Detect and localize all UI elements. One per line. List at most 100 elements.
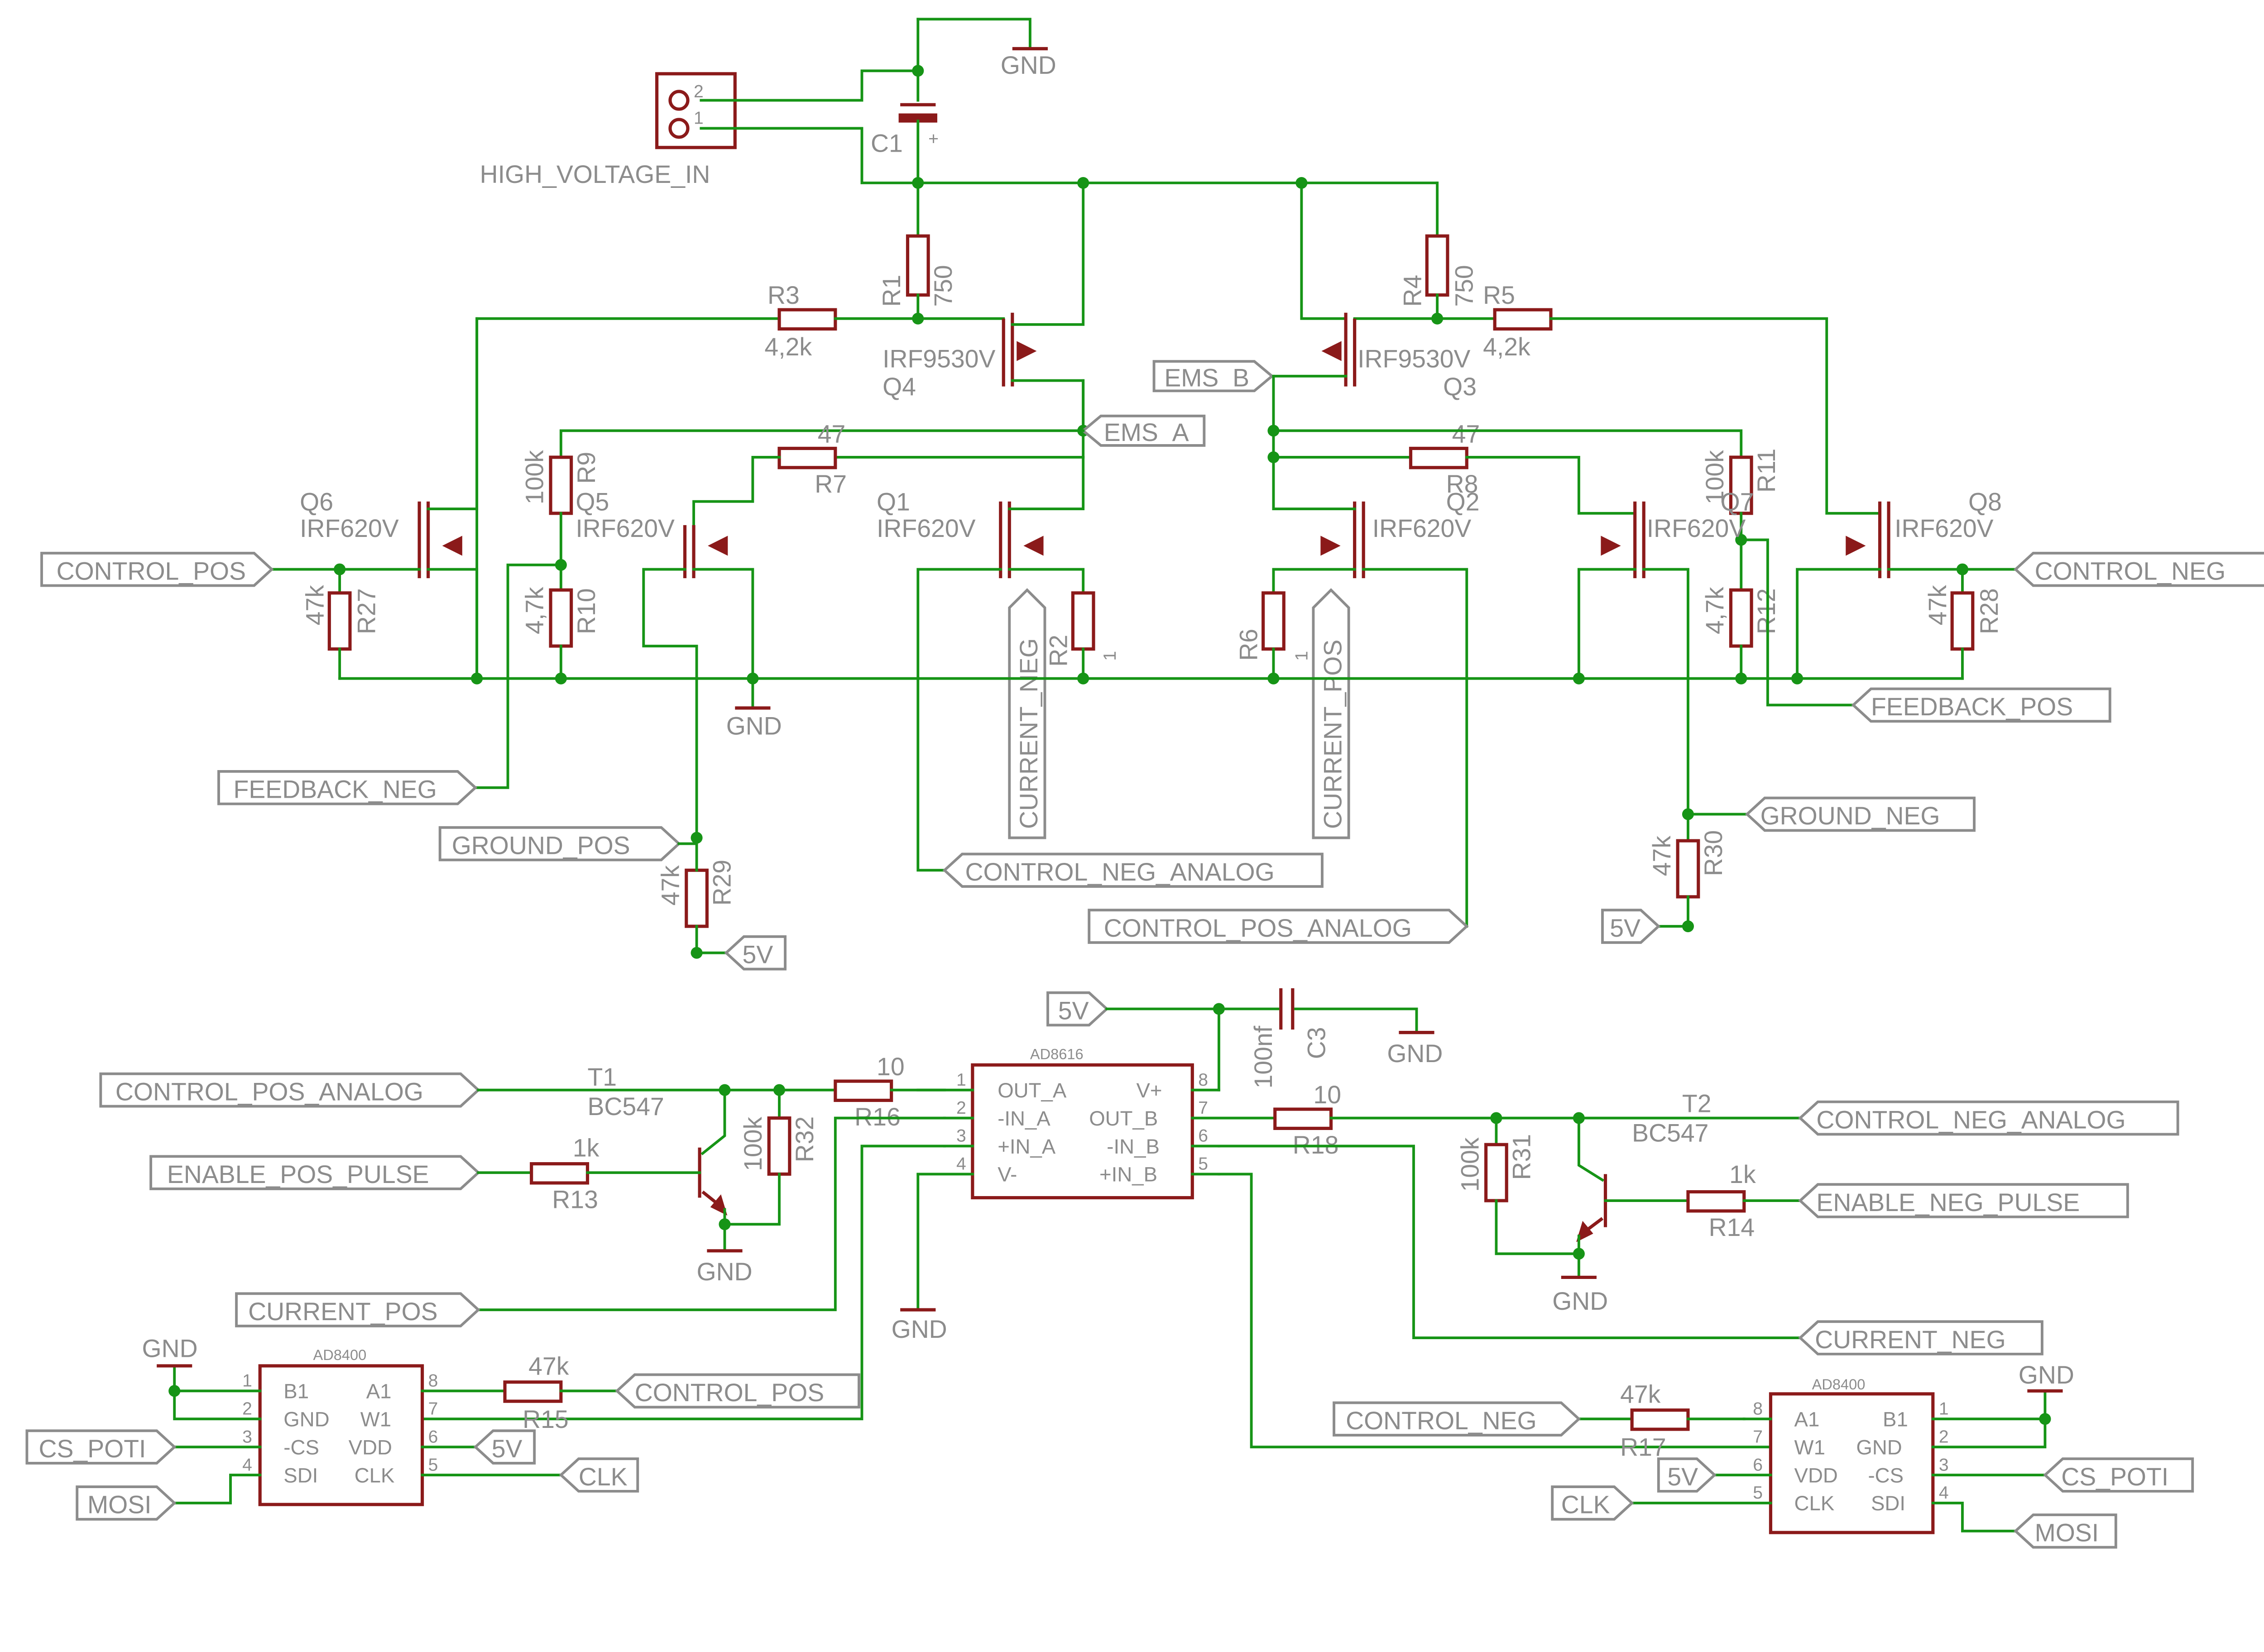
current-neg-label: CURRENT_NEG bbox=[1815, 1326, 2006, 1354]
q7-label: Q7 bbox=[1721, 488, 1754, 516]
dr-pin3: 3 bbox=[1939, 1455, 1949, 1475]
q5-value: IRF620V bbox=[576, 514, 675, 542]
ground-pos-label: GROUND_POS bbox=[452, 831, 630, 859]
enable-neg-pulse-label: ENABLE_NEG_PULSE bbox=[1816, 1188, 2080, 1216]
r32-resistor: 100k R32 bbox=[723, 1088, 819, 1226]
r5-resistor: R5 4,2k bbox=[1353, 281, 1881, 515]
cs-poti-flag-right: CS_POTI bbox=[2043, 1457, 2194, 1493]
control-neg-flag-top: CONTROL_NEG bbox=[2013, 551, 2264, 587]
opamp-ad8616: AD8616 OUT_A -IN_A +IN_A V- V+ OUT_B -IN… bbox=[892, 1046, 1276, 1343]
ground-pos-flag: GROUND_POS bbox=[438, 826, 703, 862]
control-neg-analog-label-bottom: CONTROL_NEG_ANALOG bbox=[1816, 1106, 2125, 1134]
opamp-pin-out-a: OUT_A bbox=[998, 1079, 1067, 1102]
r7-value: 47 bbox=[818, 420, 846, 448]
v5-label-dr: 5V bbox=[1667, 1463, 1698, 1491]
r27-label: R27 bbox=[352, 588, 380, 634]
r8-resistor: 47 R8 bbox=[1272, 420, 1636, 515]
t1-value: BC547 bbox=[587, 1092, 664, 1120]
v5-label-c3: 5V bbox=[1058, 996, 1089, 1025]
digipot-right-name: AD8400 bbox=[1812, 1376, 1866, 1393]
digipot-left: AD8400 B1 GND -CS SDI A1 W1 VDD CLK 1 2 … bbox=[142, 1334, 562, 1506]
q5-mosfet: Q5 IRF620V bbox=[576, 488, 754, 839]
v5-flag-dr: 5V bbox=[1657, 1457, 1717, 1493]
opamp-pin-in-b-neg: -IN_B bbox=[1107, 1135, 1160, 1158]
feedback-pos-flag: FEEDBACK_POS bbox=[1740, 538, 2111, 723]
r2-resistor: R2 1 bbox=[1044, 591, 1120, 685]
dr-vdd: VDD bbox=[1794, 1464, 1838, 1487]
r29-value: 47k bbox=[656, 865, 684, 906]
r30-value: 47k bbox=[1648, 836, 1676, 876]
q4-mosfet: IRF9530V Q4 bbox=[883, 182, 1085, 432]
r4-label: R4 bbox=[1398, 275, 1426, 307]
dr-pin8: 8 bbox=[1753, 1399, 1763, 1418]
r8-label: R8 bbox=[1446, 470, 1478, 498]
r31-label: R31 bbox=[1507, 1134, 1535, 1180]
mosi-flag-right: MOSI bbox=[2013, 1513, 2117, 1549]
r14-label: R14 bbox=[1709, 1213, 1755, 1241]
control-pos-flag-bottom: CONTROL_POS bbox=[615, 1373, 860, 1409]
t2-transistor: T2 BC547 GND bbox=[1552, 1090, 1711, 1316]
dr-pin6: 6 bbox=[1753, 1455, 1763, 1475]
control-pos-flag-top: CONTROL_POS bbox=[40, 551, 274, 587]
t1-transistor: T1 BC547 GND bbox=[587, 1063, 752, 1286]
r29-resistor: 47k R29 5V bbox=[656, 836, 787, 971]
dl-b1: B1 bbox=[283, 1380, 309, 1403]
dr-w1: W1 bbox=[1794, 1436, 1825, 1459]
q4-label: Q4 bbox=[883, 373, 916, 401]
r15-value: 47k bbox=[528, 1352, 569, 1380]
ground-neg-flag: GROUND_NEG bbox=[1682, 796, 1976, 832]
dl-pin5: 5 bbox=[428, 1455, 438, 1475]
r5-label: R5 bbox=[1483, 281, 1515, 309]
opamp-pin-in-a-pos: +IN_A bbox=[998, 1135, 1056, 1158]
q3-value: IRF9530V bbox=[1357, 345, 1470, 373]
opamp-name: AD8616 bbox=[1030, 1046, 1084, 1062]
dr-cs: -CS bbox=[1868, 1464, 1904, 1487]
control-neg-analog-flag-bottom: CONTROL_NEG_ANALOG bbox=[1798, 1100, 2179, 1136]
control-pos-analog-label-top: CONTROL_POS_ANALOG bbox=[1104, 914, 1412, 942]
current-neg-vlabel: CURRENT_NEG bbox=[1015, 638, 1043, 829]
r11-label: R11 bbox=[1752, 449, 1780, 493]
opamp-pinnum-3: 3 bbox=[956, 1126, 966, 1146]
c3-value: 100nf bbox=[1249, 1025, 1277, 1088]
dl-pin8: 8 bbox=[428, 1371, 438, 1391]
gnd-label-bus: GND bbox=[726, 712, 782, 740]
feedback-pos-label: FEEDBACK_POS bbox=[1871, 693, 2073, 721]
r11-value: 100k bbox=[1701, 450, 1729, 504]
ground-neg-label: GROUND_NEG bbox=[1760, 802, 1940, 830]
q2-mosfet: Q2 IRF620V bbox=[1272, 488, 1480, 928]
q5-label: Q5 bbox=[576, 488, 609, 516]
cs-poti-label-left: CS_POTI bbox=[38, 1435, 146, 1463]
r31-value: 100k bbox=[1456, 1137, 1484, 1192]
clk-label-right: CLK bbox=[1561, 1491, 1610, 1519]
enable-pos-pulse-flag: ENABLE_POS_PULSE 1k R13 bbox=[149, 1134, 701, 1213]
opamp-pin-vplus: V+ bbox=[1136, 1079, 1162, 1102]
dl-a1: A1 bbox=[366, 1380, 392, 1403]
opamp-pinnum-4: 4 bbox=[956, 1154, 966, 1174]
dl-vdd: VDD bbox=[349, 1436, 392, 1459]
mosi-label-left: MOSI bbox=[87, 1491, 152, 1519]
r3-value: 4,2k bbox=[764, 333, 812, 361]
r9-value: 100k bbox=[521, 450, 549, 504]
opamp-pin-in-a-neg: -IN_A bbox=[998, 1107, 1050, 1130]
q2-label: Q2 bbox=[1446, 488, 1480, 516]
opamp-pin-in-b-pos: +IN_B bbox=[1099, 1163, 1157, 1186]
wire-opamp-pin3 bbox=[422, 1144, 946, 1421]
q4-value: IRF9530V bbox=[883, 345, 995, 373]
control-pos-label-top: CONTROL_POS bbox=[57, 557, 246, 585]
gnd-label-c3: GND bbox=[1387, 1039, 1443, 1068]
r2-label: R2 bbox=[1044, 635, 1072, 667]
cs-poti-label-right: CS_POTI bbox=[2061, 1463, 2168, 1491]
opamp-pinnum-7: 7 bbox=[1198, 1098, 1208, 1118]
dr-pin5: 5 bbox=[1753, 1483, 1763, 1503]
dl-sdi: SDI bbox=[283, 1464, 318, 1487]
r17-label: R17 bbox=[1620, 1433, 1666, 1461]
dr-clk: CLK bbox=[1794, 1492, 1835, 1515]
control-neg-label-bottom: CONTROL_NEG bbox=[1346, 1407, 1537, 1435]
r1-value: 750 bbox=[929, 265, 957, 306]
q3-mosfet: IRF9530V Q3 bbox=[1272, 182, 1477, 401]
control-neg-analog-flag: CONTROL_NEG_ANALOG bbox=[942, 852, 1324, 888]
mosi-label-right: MOSI bbox=[2035, 1519, 2099, 1547]
dr-sdi: SDI bbox=[1871, 1492, 1905, 1515]
opamp-pinnum-2: 2 bbox=[956, 1098, 966, 1118]
q6-value: IRF620V bbox=[300, 514, 399, 542]
